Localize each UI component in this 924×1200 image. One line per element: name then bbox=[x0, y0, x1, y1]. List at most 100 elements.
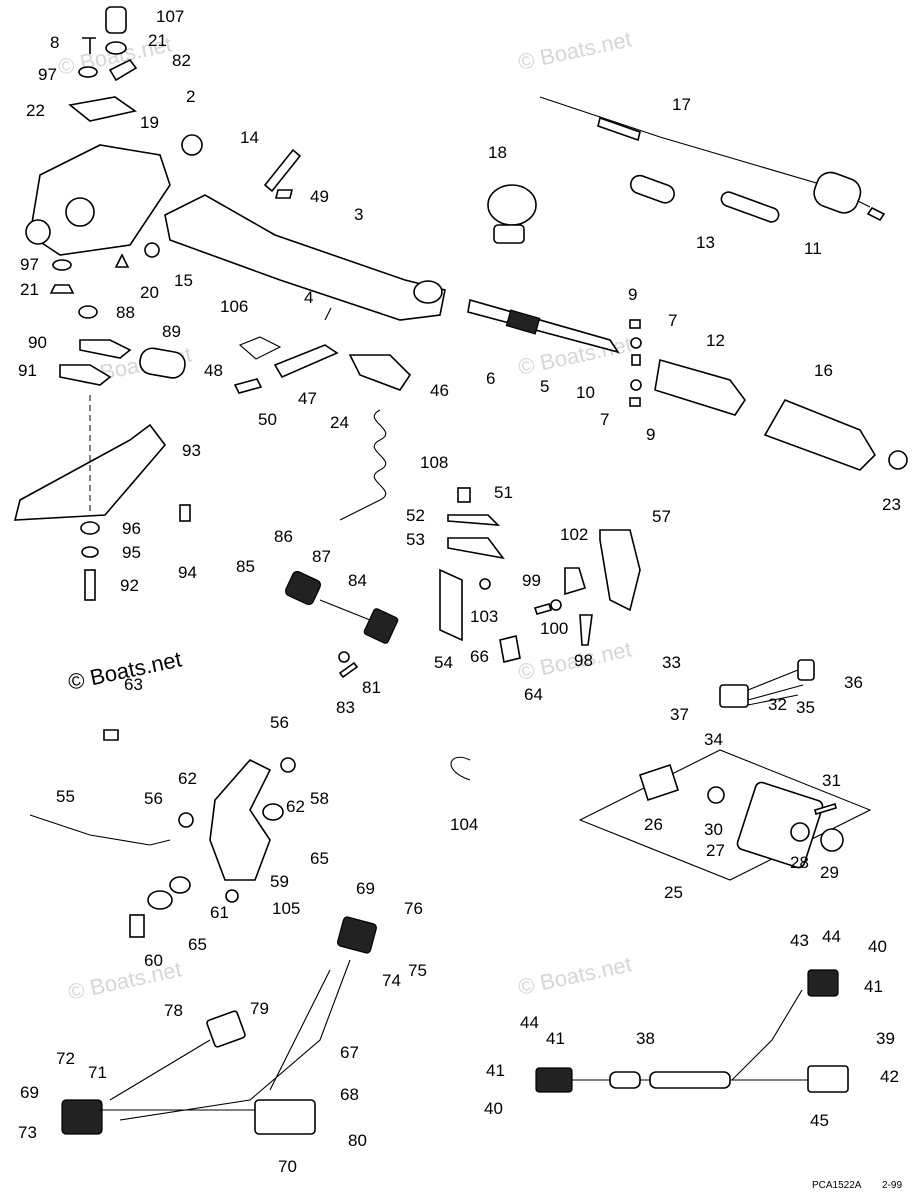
callout-92: 92 bbox=[120, 576, 139, 595]
callout-15: 15 bbox=[174, 271, 193, 290]
callout-19: 19 bbox=[140, 113, 159, 132]
callout-4: 4 bbox=[304, 288, 313, 307]
callout-60: 60 bbox=[144, 951, 163, 970]
callout-18: 18 bbox=[488, 143, 507, 162]
callout-51: 51 bbox=[494, 483, 513, 502]
callout-46: 46 bbox=[430, 381, 449, 400]
callout-34: 34 bbox=[704, 730, 723, 749]
callout-91: 91 bbox=[18, 361, 37, 380]
callout-2: 2 bbox=[186, 87, 195, 106]
callout-41c: 41 bbox=[486, 1061, 505, 1080]
callout-layer: 107 8 21 97 82 22 2 19 14 49 3 97 21 20 … bbox=[18, 7, 901, 1176]
callout-80: 80 bbox=[348, 1131, 367, 1150]
callout-55: 55 bbox=[56, 787, 75, 806]
callout-66: 66 bbox=[470, 647, 489, 666]
callout-43: 43 bbox=[790, 931, 809, 950]
callout-98: 98 bbox=[574, 651, 593, 670]
callout-6: 6 bbox=[486, 369, 495, 388]
callout-9b: 9 bbox=[646, 425, 655, 444]
callout-11: 11 bbox=[804, 239, 822, 258]
callout-107: 107 bbox=[156, 7, 184, 26]
callout-69b: 69 bbox=[20, 1083, 39, 1102]
callout-54: 54 bbox=[434, 653, 453, 672]
callout-21: 21 bbox=[148, 31, 167, 50]
callout-24: 24 bbox=[330, 413, 349, 432]
parts-layer bbox=[13, 6, 908, 1135]
callout-67: 67 bbox=[340, 1043, 359, 1062]
callout-57: 57 bbox=[652, 507, 671, 526]
callout-27: 27 bbox=[706, 841, 725, 860]
callout-29: 29 bbox=[820, 863, 839, 882]
callout-90: 90 bbox=[28, 333, 47, 352]
callout-95: 95 bbox=[122, 543, 141, 562]
callout-14: 14 bbox=[240, 128, 259, 147]
callout-17: 17 bbox=[672, 95, 691, 114]
callout-40b: 40 bbox=[484, 1099, 503, 1118]
callout-96: 96 bbox=[122, 519, 141, 538]
callout-23: 23 bbox=[882, 495, 901, 514]
callout-94: 94 bbox=[178, 563, 197, 582]
callout-83: 83 bbox=[336, 698, 355, 717]
callout-104: 104 bbox=[450, 815, 478, 834]
callout-41: 41 bbox=[864, 977, 883, 996]
callout-105: 105 bbox=[272, 899, 300, 918]
callout-20: 20 bbox=[140, 283, 159, 302]
callout-50: 50 bbox=[258, 410, 277, 429]
callout-59: 59 bbox=[270, 872, 289, 891]
callout-100: 100 bbox=[540, 619, 568, 638]
callout-45: 45 bbox=[810, 1111, 829, 1130]
callout-8: 8 bbox=[50, 33, 59, 52]
callout-53: 53 bbox=[406, 530, 425, 549]
callout-93: 93 bbox=[182, 441, 201, 460]
drawing-code: PCA1522A bbox=[812, 1180, 862, 1191]
callout-9: 9 bbox=[628, 285, 637, 304]
callout-33: 33 bbox=[662, 653, 681, 672]
callout-79: 79 bbox=[250, 999, 269, 1018]
callout-72: 72 bbox=[56, 1049, 75, 1068]
callout-26: 26 bbox=[644, 815, 663, 834]
callout-48: 48 bbox=[204, 361, 223, 380]
callout-16: 16 bbox=[814, 361, 833, 380]
callout-21b: 21 bbox=[20, 280, 39, 299]
callout-84: 84 bbox=[348, 571, 367, 590]
callout-70: 70 bbox=[278, 1157, 297, 1176]
callout-10: 10 bbox=[576, 383, 595, 402]
callout-106: 106 bbox=[220, 297, 248, 316]
callout-64: 64 bbox=[524, 685, 543, 704]
callout-87: 87 bbox=[312, 547, 331, 566]
callout-30: 30 bbox=[704, 820, 723, 839]
callout-86: 86 bbox=[274, 527, 293, 546]
callout-78: 78 bbox=[164, 1001, 183, 1020]
callout-52: 52 bbox=[406, 506, 425, 525]
callout-7b: 7 bbox=[600, 410, 609, 429]
callout-97: 97 bbox=[38, 65, 57, 84]
watermark: © Boats.net bbox=[516, 951, 634, 999]
callout-65: 65 bbox=[310, 849, 329, 868]
watermark: © Boats.net bbox=[66, 956, 184, 1004]
callout-85: 85 bbox=[236, 557, 255, 576]
callout-108: 108 bbox=[420, 453, 448, 472]
callout-44b: 44 bbox=[520, 1013, 539, 1032]
callout-12: 12 bbox=[706, 331, 725, 350]
callout-65b: 65 bbox=[188, 935, 207, 954]
callout-35: 35 bbox=[796, 698, 815, 717]
callout-32: 32 bbox=[768, 695, 787, 714]
drawing-date: 2-99 bbox=[882, 1180, 902, 1191]
callout-73: 73 bbox=[18, 1123, 37, 1142]
callout-69: 69 bbox=[356, 879, 375, 898]
callout-74: 74 bbox=[382, 971, 401, 990]
callout-31: 31 bbox=[822, 771, 841, 790]
callout-61: 61 bbox=[210, 903, 229, 922]
callout-41b: 41 bbox=[546, 1029, 565, 1048]
watermark: © Boats.net bbox=[516, 26, 634, 74]
callout-99: 99 bbox=[522, 571, 541, 590]
callout-82: 82 bbox=[172, 51, 191, 70]
callout-76: 76 bbox=[404, 899, 423, 918]
callout-62: 62 bbox=[178, 769, 197, 788]
callout-3: 3 bbox=[354, 205, 363, 224]
callout-56b: 56 bbox=[144, 789, 163, 808]
callout-28: 28 bbox=[790, 853, 809, 872]
callout-102: 102 bbox=[560, 525, 588, 544]
callout-71: 71 bbox=[88, 1063, 107, 1082]
